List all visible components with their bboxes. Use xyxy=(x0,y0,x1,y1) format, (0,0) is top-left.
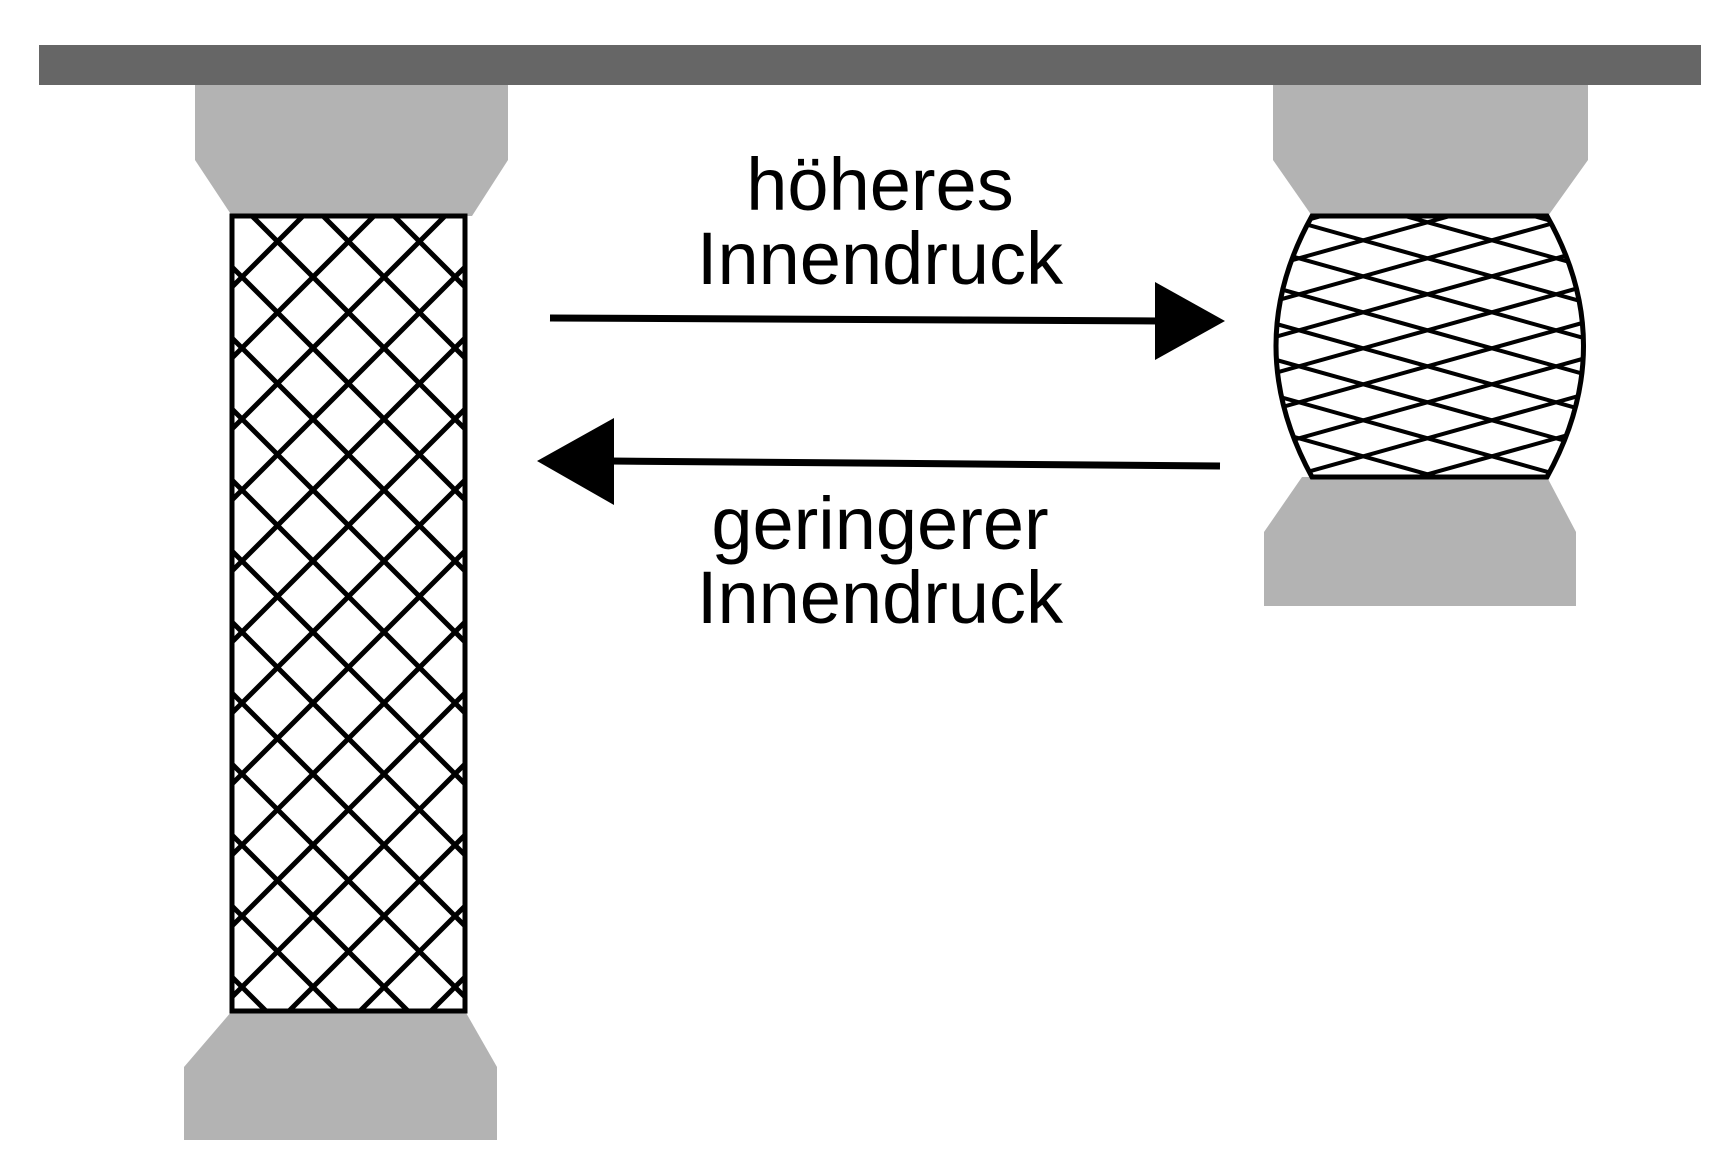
mesh-strand xyxy=(232,478,465,715)
mesh-strand xyxy=(1276,216,1584,310)
mesh-strand xyxy=(232,904,341,1011)
lower-label-line2: Innendruck xyxy=(697,556,1064,639)
extended-muscle xyxy=(184,85,508,1140)
mesh-outline-long xyxy=(229,213,468,1014)
mesh-strand xyxy=(232,407,465,644)
mesh-strand xyxy=(232,336,465,573)
contracted-muscle xyxy=(1264,85,1588,606)
mesh-outline-short xyxy=(1273,213,1586,480)
mesh-strand xyxy=(232,216,378,360)
mesh-strand xyxy=(1276,216,1584,238)
arrow-left-head xyxy=(537,418,614,505)
top-end-cap-right xyxy=(1273,85,1588,216)
bottom-end-cap-right xyxy=(1264,477,1576,606)
mesh-strand xyxy=(356,904,465,1011)
mesh-strand xyxy=(1276,278,1584,382)
mesh-strand xyxy=(232,549,465,786)
mesh-strand xyxy=(232,265,465,502)
arrow-right xyxy=(549,282,1225,360)
mesh-strand xyxy=(390,216,465,289)
mesh-strand xyxy=(232,691,465,928)
upper-label-line2: Innendruck xyxy=(697,217,1064,300)
upper-label-line1: höheres xyxy=(746,143,1013,226)
mesh-long xyxy=(232,216,465,1011)
mesh-strand xyxy=(285,833,465,1011)
mesh-strand xyxy=(232,762,465,999)
arrow-right-head xyxy=(1155,282,1225,360)
mesh-strand xyxy=(1276,242,1584,346)
lower-label-line1: geringerer xyxy=(711,482,1048,565)
mesh-strand xyxy=(1276,422,1584,477)
mesh-strand xyxy=(232,216,307,289)
mesh-strand xyxy=(1276,216,1584,274)
mesh-strand xyxy=(232,216,449,431)
top-bar xyxy=(39,45,1701,85)
bottom-end-cap-left xyxy=(184,1011,497,1140)
arrow-left xyxy=(537,418,1221,505)
mesh-strand xyxy=(1276,350,1584,454)
mesh-strand xyxy=(232,620,465,857)
top-end-cap-left xyxy=(195,85,508,216)
mesh-strand xyxy=(1276,314,1584,418)
